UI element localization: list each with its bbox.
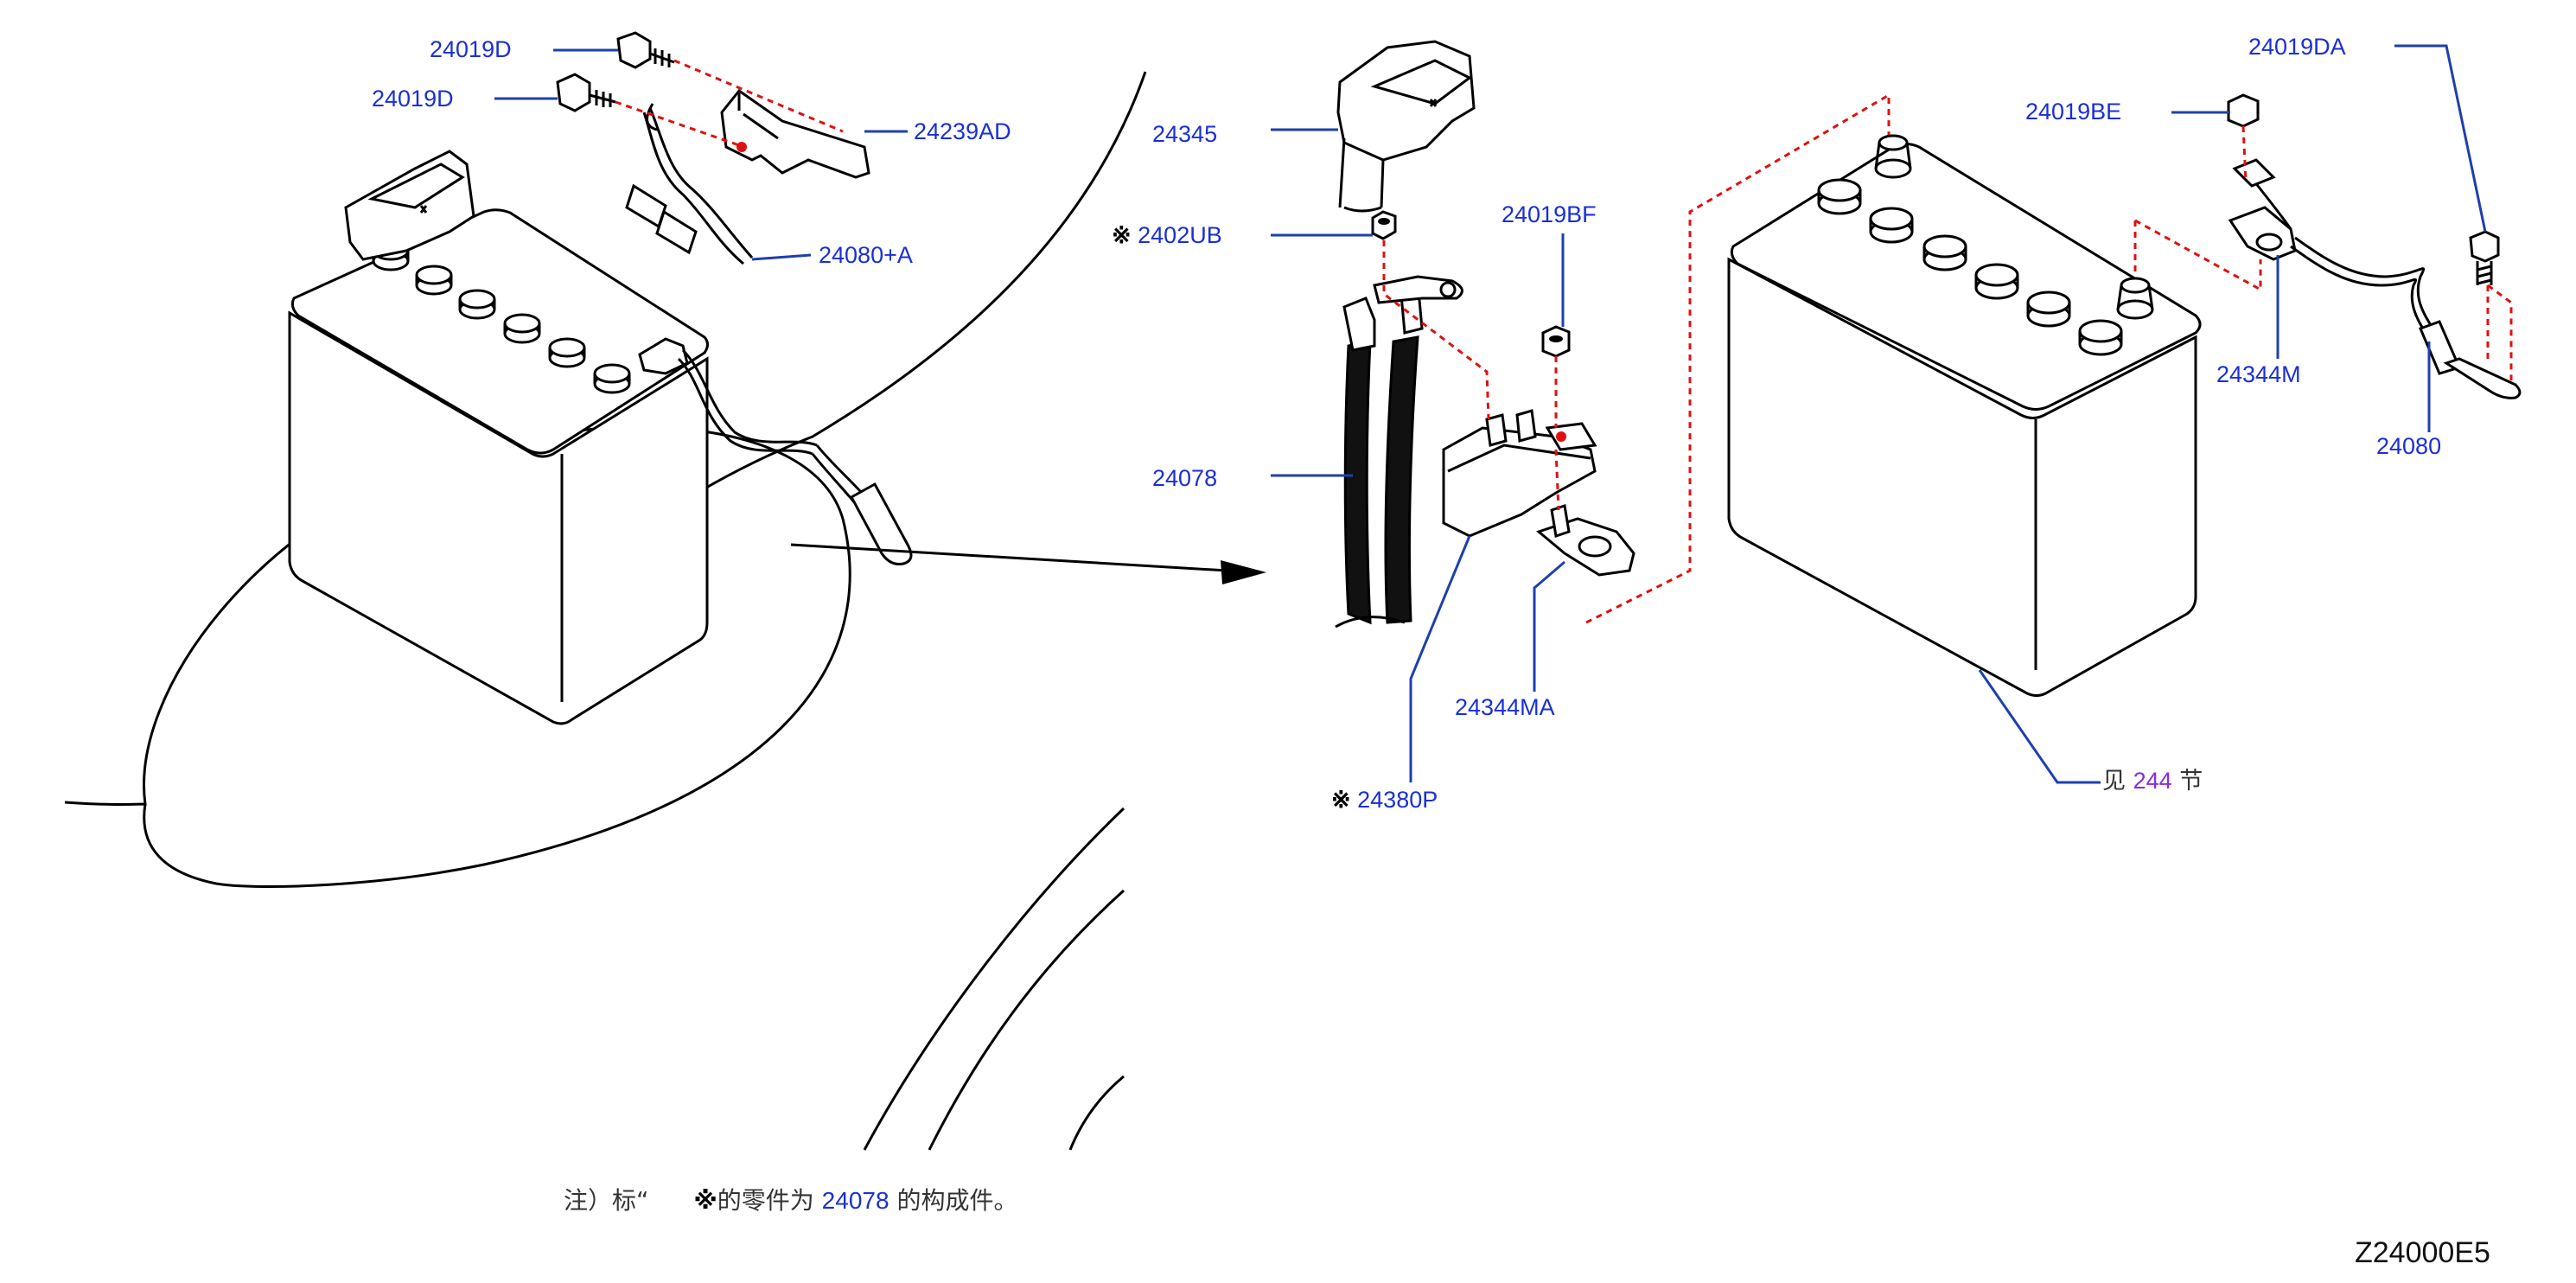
see-section-link[interactable]: 244 — [2133, 768, 2172, 794]
footnote-suffix: 的构成件。 — [896, 1186, 1018, 1215]
label-24019D-lower: 24019D — [372, 86, 454, 112]
bolt-24019D-upper — [616, 31, 675, 69]
label-24239AD: 24239AD — [914, 118, 1011, 144]
bolt-24019D-lower — [556, 73, 616, 112]
label-24344M: 24344M — [2216, 361, 2301, 387]
label-2402UB: ※ 2402UB — [1112, 224, 1222, 247]
fusible-link-24380P — [1442, 409, 1597, 538]
nut-2402UB — [1371, 210, 1397, 240]
label-24080A: 24080+A — [819, 242, 913, 268]
detail-arrow — [790, 543, 1266, 584]
cable-24078 — [1335, 275, 1463, 629]
terminal-24344MA — [1535, 504, 1636, 577]
see-prefix: 见 — [2102, 768, 2126, 795]
label-24019BF: 24019BF — [1502, 201, 1597, 227]
battery-right-terminal-positive — [1874, 134, 1912, 179]
nut-24019BE — [2227, 93, 2260, 128]
battery-left — [288, 150, 913, 725]
nut-24019BF — [1541, 325, 1571, 358]
bolt-24019DA — [2469, 230, 2500, 285]
label-24380P-text: 24380P — [1357, 787, 1438, 813]
see-suffix: 节 — [2179, 768, 2203, 795]
label-24344MA: 24344MA — [1455, 694, 1555, 720]
footnote-middle: 的零件为 — [717, 1186, 814, 1215]
leader-lines — [494, 44, 2487, 784]
asterisk-mark: ※ — [1331, 787, 1351, 813]
battery-right-terminal-negative — [2116, 277, 2154, 320]
harness-24080A — [625, 103, 754, 265]
asterisk-mark: ※ — [1112, 222, 1132, 248]
label-24019BE: 24019BE — [2025, 99, 2122, 124]
footnote-ref-link[interactable]: 24078 — [821, 1187, 889, 1214]
label-24380P: ※ 24380P — [1331, 788, 1438, 812]
see-section-reference: 见 244 节 — [2102, 768, 2203, 795]
terminal-24344M — [2228, 206, 2297, 261]
battery-right — [1727, 134, 2202, 698]
label-24019D-upper: 24019D — [430, 36, 512, 62]
label-24080: 24080 — [2376, 433, 2442, 459]
footnote-mark: ※ — [693, 1186, 717, 1215]
label-24078: 24078 — [1152, 465, 1218, 491]
diagram-code: Z24000E5 — [2355, 1236, 2490, 1269]
label-24019DA: 24019DA — [2248, 34, 2346, 60]
label-24345: 24345 — [1152, 121, 1218, 147]
cable-24080 — [2232, 158, 2522, 399]
fuse-cover-24345 — [1336, 40, 1476, 213]
footnote: 注）标“ ※的零件为 24078 的构成件。 — [564, 1182, 1017, 1216]
footnote-prefix: 注）标“ — [564, 1186, 649, 1215]
label-2402UB-text: 2402UB — [1138, 222, 1222, 248]
battery-right-caps — [1817, 178, 2123, 356]
bracket-24239AD — [720, 88, 870, 179]
